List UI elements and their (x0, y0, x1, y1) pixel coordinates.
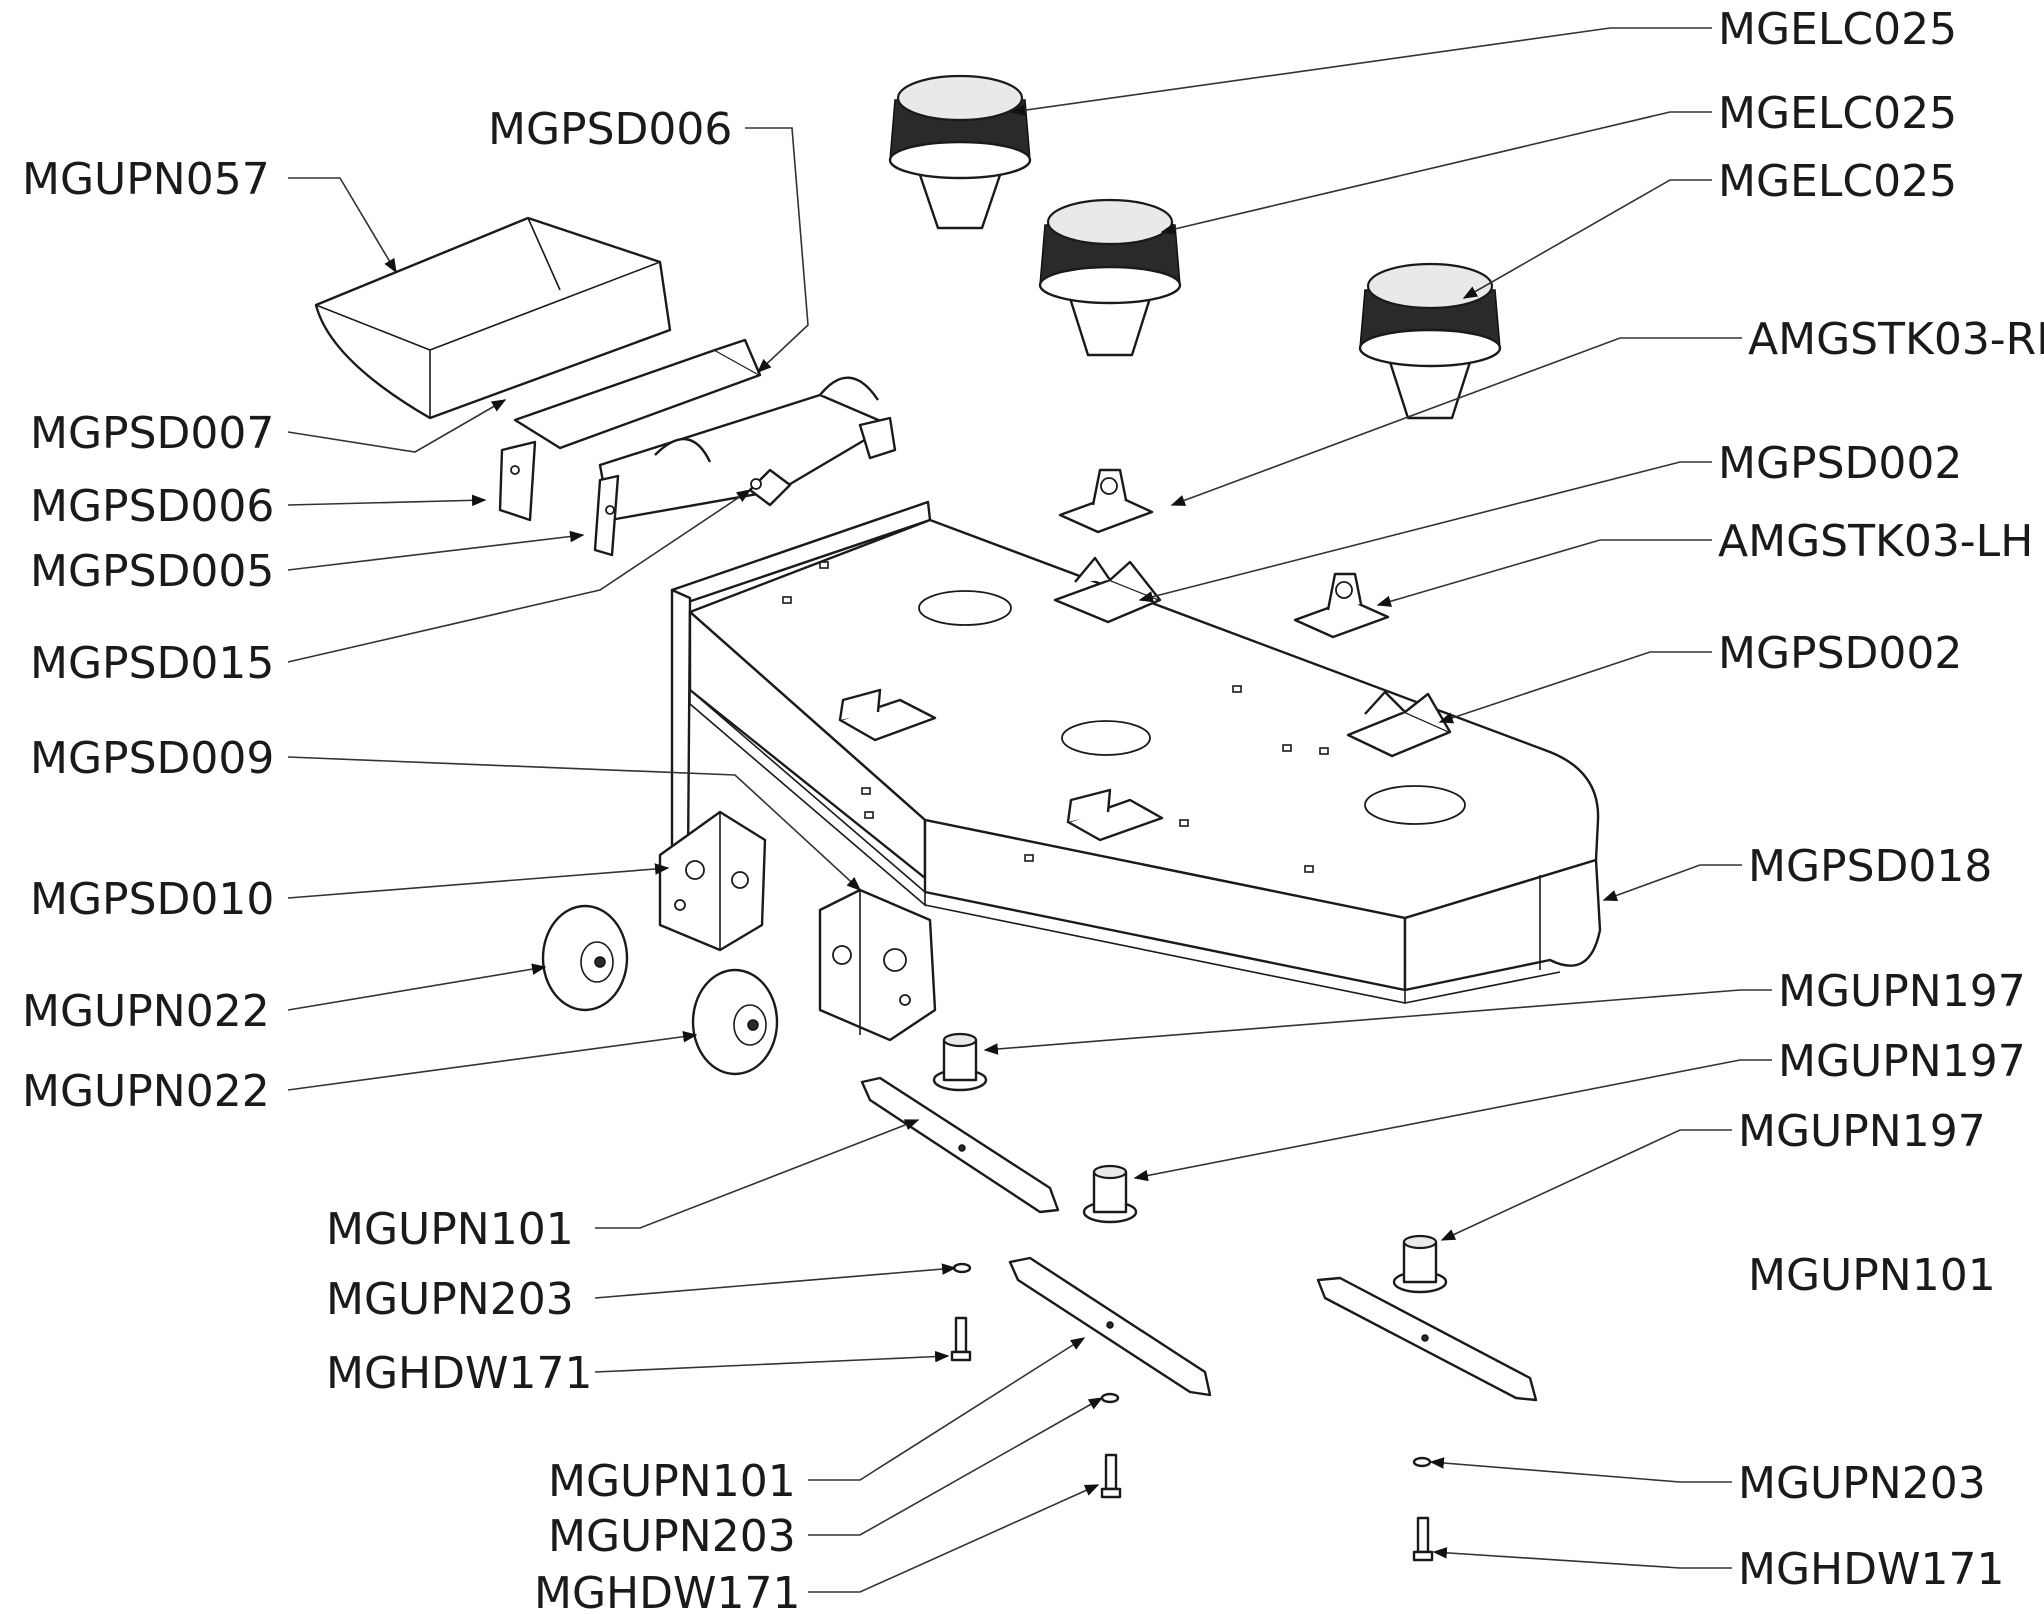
part-label-wheel-1: MGUPN022 (22, 986, 270, 1037)
height-adjust-bracket-010 (658, 810, 767, 952)
part-label-washer-left: MGUPN203 (326, 1274, 574, 1325)
washer-right (1412, 1456, 1432, 1468)
part-label-stk-lh: AMGSTK03-LH (1718, 516, 2033, 567)
spacer-1 (932, 1032, 988, 1092)
part-label-spacer-3: MGUPN197 (1738, 1106, 1986, 1157)
leader-lines (287, 27, 1772, 1593)
part-label-plate-010: MGPSD010 (30, 874, 274, 925)
part-label-bolt-right: MGHDW171 (1738, 1544, 2005, 1595)
gauge-wheel-1 (541, 904, 629, 1012)
part-labels: MGELC025 MGELC025 MGELC025 MGPSD006 MGUP… (22, 4, 2044, 1614)
part-label-blade-right: MGUPN101 (1748, 1250, 1996, 1301)
part-label-washer-center: MGUPN203 (548, 1511, 796, 1562)
spindle-knob-3 (1358, 262, 1502, 420)
spindle-knob-2 (1038, 198, 1182, 357)
bolt-right (1412, 1516, 1434, 1562)
bolt-center (1100, 1453, 1122, 1499)
part-label-cover: MGUPN057 (22, 154, 270, 205)
blade-right (1316, 1276, 1538, 1402)
part-label-knob-right: MGELC025 (1718, 156, 1957, 207)
part-label-psd002-a: MGPSD002 (1718, 438, 1962, 489)
part-label-bolt-center: MGHDW171 (534, 1568, 801, 1614)
part-label-bracket-top: MGPSD006 (488, 104, 732, 155)
washer-left (952, 1262, 972, 1274)
part-label-knob-mid: MGELC025 (1718, 88, 1957, 139)
part-label-spacer-1: MGUPN197 (1778, 966, 2026, 1017)
part-label-plate-005: MGPSD005 (30, 546, 274, 597)
height-adjust-bracket-009 (818, 888, 937, 1042)
part-label-plate-009: MGPSD009 (30, 733, 274, 784)
part-label-washer-right: MGUPN203 (1738, 1458, 1986, 1509)
part-label-blade-left: MGUPN101 (326, 1204, 574, 1255)
spacer-2 (1082, 1164, 1138, 1224)
part-label-knob-top: MGELC025 (1718, 4, 1957, 55)
part-label-wheel-2: MGUPN022 (22, 1066, 270, 1117)
stake-bracket-lh (1293, 572, 1390, 639)
belt-cover (314, 216, 672, 420)
blade-mount-bracket-a (1053, 556, 1162, 624)
part-label-stk-rh: AMGSTK03-RH (1748, 314, 2044, 365)
mower-deck (670, 500, 1602, 1004)
blade-center (1008, 1256, 1212, 1397)
blade-left (860, 1076, 1060, 1214)
washer-center (1100, 1392, 1120, 1404)
bracket-assembly (498, 338, 897, 557)
bolt-left (950, 1316, 972, 1362)
part-label-plate-007: MGPSD007 (30, 408, 274, 459)
part-label-plate-006: MGPSD006 (30, 481, 274, 532)
stake-bracket-rh (1058, 468, 1154, 534)
part-label-deck: MGPSD018 (1748, 841, 1992, 892)
spindle-knob-1 (888, 74, 1032, 230)
part-label-plate-015: MGPSD015 (30, 638, 274, 689)
spacer-3 (1392, 1234, 1448, 1294)
part-label-bolt-left: MGHDW171 (326, 1348, 593, 1399)
part-label-psd002-b: MGPSD002 (1718, 628, 1962, 679)
gauge-wheel-2 (691, 968, 779, 1076)
part-label-spacer-2: MGUPN197 (1778, 1036, 2026, 1087)
part-label-blade-center: MGUPN101 (548, 1456, 796, 1507)
